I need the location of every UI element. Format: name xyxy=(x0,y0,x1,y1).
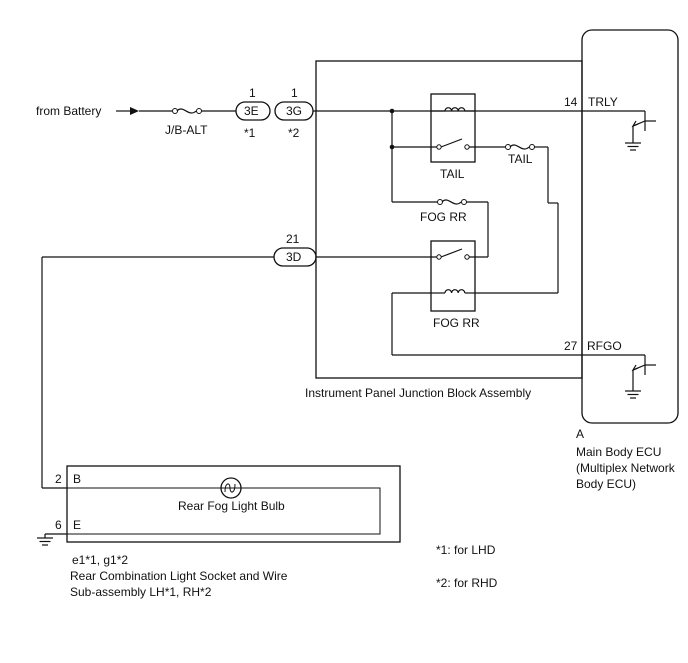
fuse-fog-rr xyxy=(437,199,467,205)
bulb-circle xyxy=(220,477,242,499)
ecu-connector-label: A xyxy=(576,427,584,441)
connector-3g-note: *2 xyxy=(288,126,300,140)
fuse-jb-alt-label: J/B-ALT xyxy=(165,123,208,137)
ecu-name-line3: Body ECU) xyxy=(576,477,636,491)
junction-block-name: Instrument Panel Junction Block Assembly xyxy=(305,386,531,400)
bulb-filament xyxy=(224,483,236,493)
fuse-tail-label: TAIL xyxy=(508,152,533,166)
relay-tail-switch-blade xyxy=(440,138,463,148)
connector-3e xyxy=(235,101,271,121)
ecu-signal-trly: TRLY xyxy=(588,95,618,109)
connector-3g-label: 3G xyxy=(286,104,302,118)
connector-3e-pin: 1 xyxy=(249,86,256,100)
relay-fog-switch-blade xyxy=(440,248,463,258)
source-label: from Battery xyxy=(36,104,101,118)
transistor-trly xyxy=(625,111,656,151)
bulb-name: Rear Fog Light Bulb xyxy=(178,499,285,513)
note-lhd: *1: for LHD xyxy=(436,543,496,557)
connector-3e-label: 3E xyxy=(244,104,259,118)
relay-tail-switch-contact-a xyxy=(436,144,442,150)
relay-tail-coil xyxy=(444,107,466,112)
connector-3d-label: 3D xyxy=(286,250,302,264)
ecu-name-line2: (Multiplex Network xyxy=(576,461,676,475)
fuse-fog-rr-label: FOG RR xyxy=(420,210,467,224)
connector-3d-pin: 21 xyxy=(286,232,300,246)
relay-fog-switch-contact-a xyxy=(436,254,442,260)
lamp-ground xyxy=(37,533,67,546)
ecu-pin-14: 14 xyxy=(564,95,578,109)
lamp-terminal-b: B xyxy=(73,472,81,486)
lamp-assembly-line2: Sub-assembly LH*1, RH*2 xyxy=(70,585,212,599)
lamp-terminal-e: E xyxy=(73,518,81,532)
lamp-bulb-frame xyxy=(66,487,381,535)
fuse-jb-alt xyxy=(172,108,202,114)
lamp-connector-codes: e1*1, g1*2 xyxy=(72,553,128,567)
relay-fog-label: FOG RR xyxy=(433,316,480,330)
note-rhd: *2: for RHD xyxy=(436,576,498,590)
relay-tail-switch-contact-b xyxy=(464,144,470,150)
junction-block-box xyxy=(315,60,583,379)
main-body-ecu-box xyxy=(581,29,679,424)
lamp-assembly-line1: Rear Combination Light Socket and Wire xyxy=(70,569,288,583)
ecu-signal-rfgo: RFGO xyxy=(587,339,622,353)
connector-3g-pin: 1 xyxy=(291,86,298,100)
relay-fog-box xyxy=(430,240,476,312)
ecu-name-line1: Main Body ECU xyxy=(576,445,661,459)
ecu-pin-27: 27 xyxy=(564,339,578,353)
battery-arrow-head xyxy=(130,107,139,115)
connector-3e-note: *1 xyxy=(244,126,256,140)
relay-tail-box xyxy=(430,93,476,163)
relay-fog-switch-contact-b xyxy=(464,254,470,260)
fuse-tail xyxy=(505,144,535,150)
relay-fog-coil xyxy=(444,289,466,294)
lamp-pin-6: 6 xyxy=(55,518,62,532)
relay-tail-label: TAIL xyxy=(440,167,465,181)
transistor-rfgo xyxy=(625,355,656,399)
lamp-pin-2: 2 xyxy=(55,472,62,486)
